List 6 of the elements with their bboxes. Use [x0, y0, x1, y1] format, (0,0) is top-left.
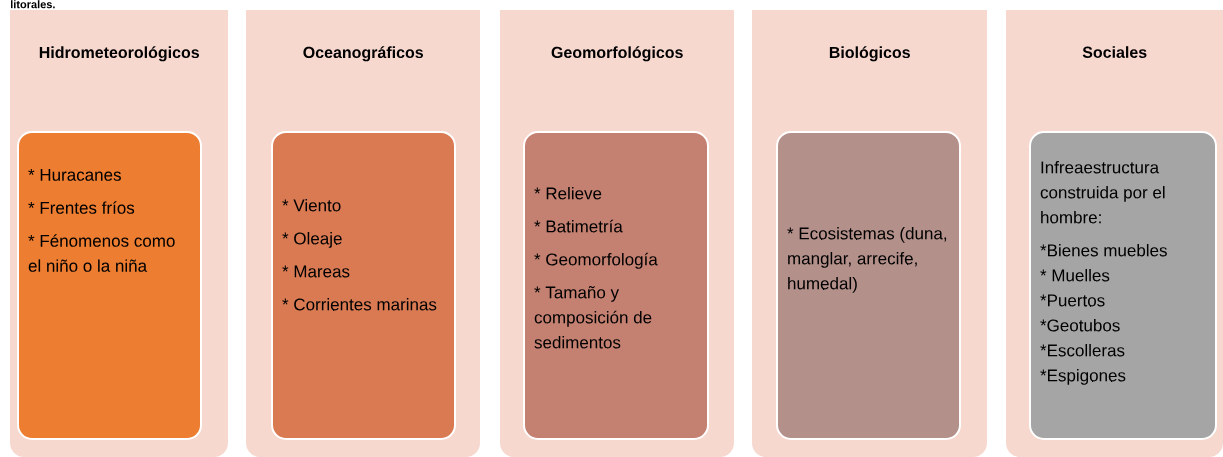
content-box: Infreaestructura construida por el hombre: *Bienes muebles * Muelles *Puertos *Geotubos *Escolleras *Espigones	[1029, 131, 1217, 440]
content-box: * Ecosistemas (duna, manglar, arrecife, humedal)	[776, 131, 961, 440]
heading-text: litorales.	[11, 0, 55, 9]
content-box: * Viento * Oleaje * Mareas * Corrientes marinas	[271, 131, 456, 440]
content-box: * Huracanes * Frentes fríos * Fénomenos como el niño o la niña	[17, 131, 202, 440]
content-box: * Relieve * Batimetría * Geomorfología * Tamaño y composición de sedimentos	[523, 131, 709, 440]
